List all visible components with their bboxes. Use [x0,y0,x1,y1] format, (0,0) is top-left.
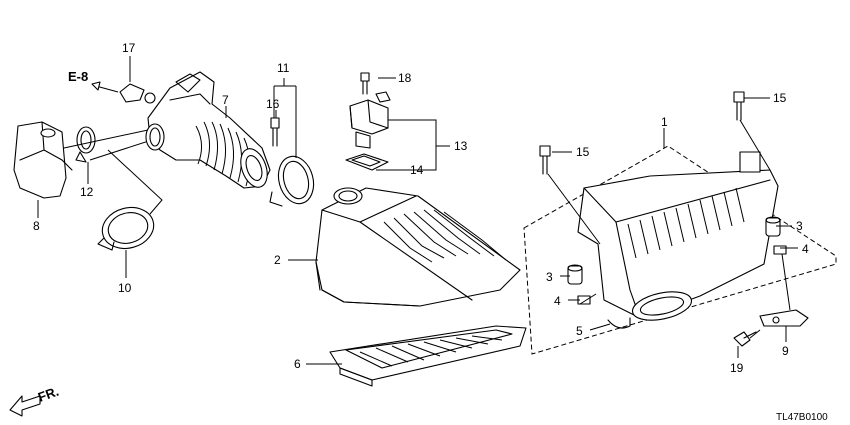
callout-17: 17 [122,41,136,55]
callout-14: 14 [410,163,424,177]
align-lines-case [547,119,791,339]
callout-3a: 3 [546,270,553,284]
grommet-part-3b [765,216,781,237]
callout-3b: 3 [796,219,803,233]
sensor-part-13 [349,72,391,149]
reference-e8: E-8 [68,69,119,93]
bracket-part-9 [759,309,809,327]
filter-part-6 [329,325,527,387]
bolt-part-4b [773,245,787,255]
front-label: FR. [36,384,61,405]
callout-5: 5 [576,324,583,338]
bolt-part-15a [539,145,551,175]
gasket-part-14 [345,153,389,171]
intake-duct-part [145,71,271,189]
clamp-part-12 [75,126,96,163]
callout-16: 16 [266,97,280,111]
cover-part-2 [315,187,521,307]
callout-labels: 1 2 3 3 4 4 5 6 7 8 9 10 11 12 13 14 15 … [33,41,809,375]
callout-13: 13 [454,139,468,153]
clip-part-17 [119,83,156,104]
bolt-part-16 [270,117,280,147]
callout-6: 6 [294,357,301,371]
callout-12: 12 [80,185,94,199]
callout-18: 18 [398,71,412,85]
case-ribs [627,187,745,259]
clamp-part-10 [97,206,155,251]
cover-ribs [383,209,507,263]
case-boundary [523,145,837,355]
bolt-part-15b [733,91,745,121]
front-direction: FR. [9,384,61,417]
clamp-part-11 [269,155,315,207]
callout-15b: 15 [773,91,787,105]
diagram-code: TL47B0100 [776,412,828,423]
callout-4a: 4 [554,294,561,308]
lower-case-part-1 [577,151,779,321]
reference-arrow-icon [95,85,119,93]
bolt-part-4a [577,295,591,305]
front-arrow-icon [9,395,41,417]
resonator-part [13,121,73,199]
callout-4b: 4 [802,242,809,256]
clip-part-5 [607,317,631,329]
callout-10: 10 [118,281,132,295]
bellows-ribs [195,121,250,187]
callout-19: 19 [730,361,744,375]
reference-label: E-8 [68,69,88,84]
callout-9: 9 [782,344,789,358]
grommet-part-3a [567,264,583,285]
leader-lines [37,56,798,365]
callout-7: 7 [222,93,229,107]
callout-1: 1 [661,115,668,129]
callout-8: 8 [33,219,40,233]
callout-15a: 15 [576,145,590,159]
filter-pleats [359,335,503,367]
bolt-part-19 [733,331,757,347]
callout-2: 2 [274,253,281,267]
callout-11: 11 [277,61,290,75]
